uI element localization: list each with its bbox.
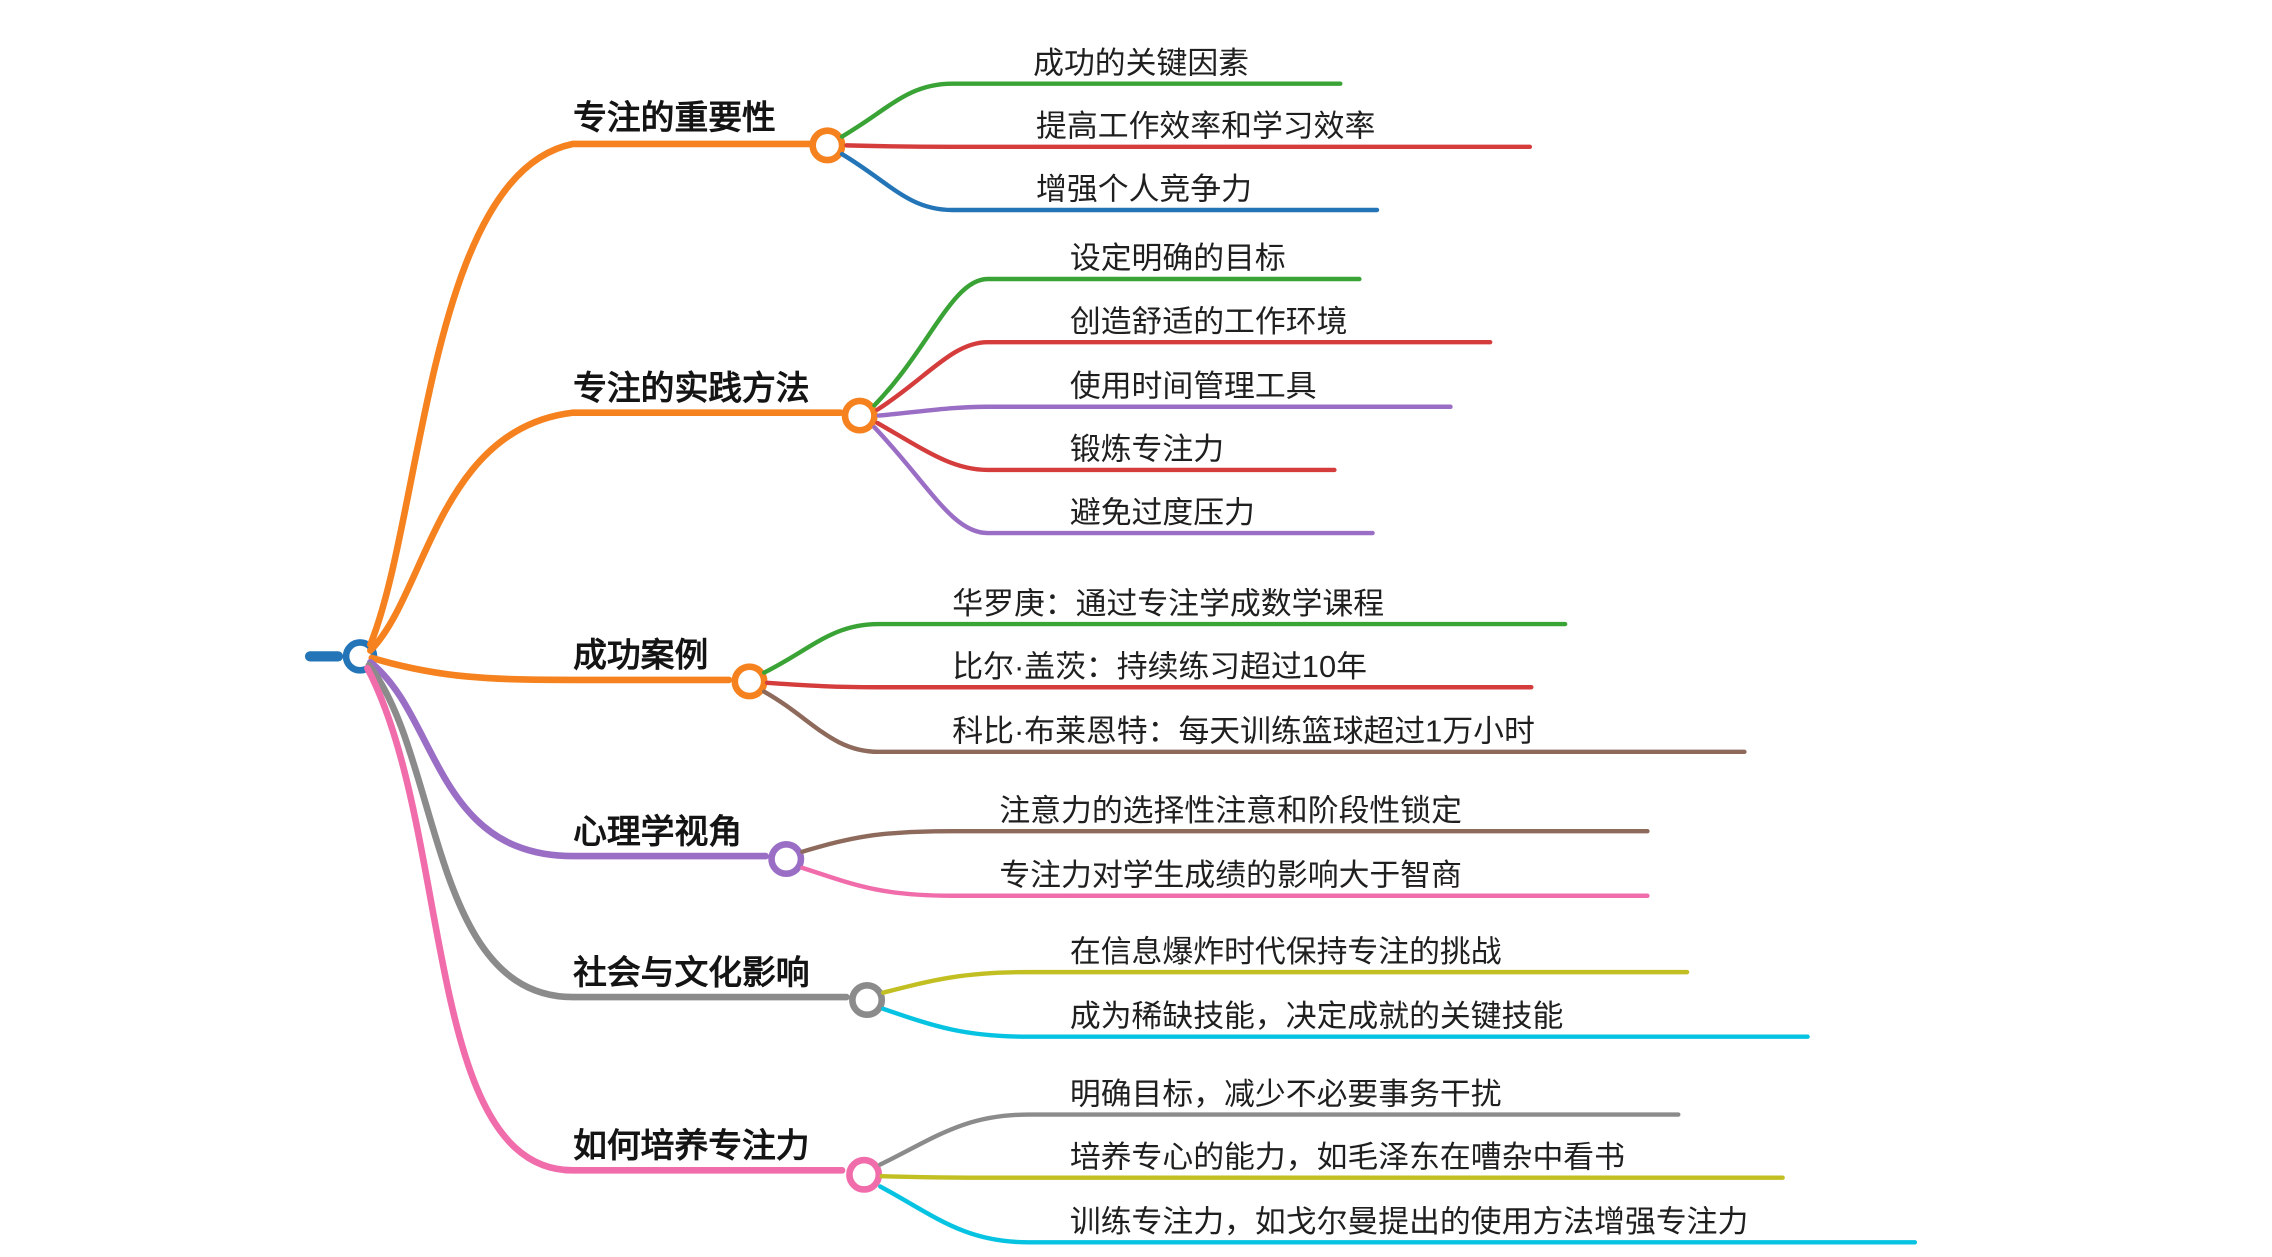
branch-how-to-cultivate-focus: 如何培养专注力 明确目标，减少不必要事务干扰 培养专心的能力，如毛泽东在嘈杂中看… — [364, 664, 1918, 1245]
child-label[interactable]: 华罗庚：通过专注学成数学课程 — [952, 586, 1384, 621]
child-connector — [875, 420, 1337, 473]
branch-connector — [365, 661, 850, 1001]
child-connector — [800, 828, 1650, 854]
child-label[interactable]: 避免过度压力 — [1070, 495, 1255, 530]
branch-node-handle[interactable] — [768, 841, 805, 878]
branch-connector — [364, 664, 846, 1174]
child-label[interactable]: 锻炼专注力 — [1070, 432, 1224, 467]
child-connector — [764, 680, 1534, 690]
branch-node-handle[interactable] — [849, 982, 886, 1019]
child-label[interactable]: 创造舒适的工作环境 — [1070, 304, 1348, 339]
child-label[interactable]: 使用时间管理工具 — [1070, 368, 1317, 403]
branch-node-handle[interactable] — [846, 1156, 883, 1193]
child-connector — [761, 689, 1747, 755]
branch-node-handle[interactable] — [841, 397, 878, 434]
branch-practice-methods: 专注的实践方法 设定明确的目标 创造舒适的工作环境 使用时间管理工具 锻炼专注力… — [367, 241, 1493, 654]
branch-social-cultural-influence: 社会与文化影响 在信息爆炸时代保持专注的挑战 成为稀缺技能，决定成就的关键技能 — [365, 661, 1810, 1039]
child-label[interactable]: 设定明确的目标 — [1070, 241, 1286, 276]
child-label[interactable]: 注意力的选择性注意和阶段性锁定 — [999, 793, 1462, 828]
branch-importance-of-focus: 专注的重要性 成功的关键因素 提高工作效率和学习效率 增强个人竞争力 — [367, 45, 1533, 648]
child-connector — [881, 1006, 1810, 1039]
child-label[interactable]: 专注力对学生成绩的影响大于智商 — [999, 857, 1462, 892]
branch-label[interactable]: 成功案例 — [573, 637, 708, 675]
child-label[interactable]: 训练专注力，如戈尔曼提出的使用方法增强专注力 — [1070, 1204, 1748, 1239]
branch-label[interactable]: 如何培养专注力 — [573, 1126, 809, 1165]
child-connector — [879, 1174, 1785, 1180]
branch-connector — [367, 140, 814, 648]
branch-node-handle[interactable] — [809, 127, 846, 164]
child-connector — [844, 143, 1533, 150]
branch-label[interactable]: 社会与文化影响 — [573, 954, 809, 992]
child-connector — [761, 621, 1568, 675]
child-connector — [878, 1184, 1918, 1245]
branch-label[interactable]: 专注的重要性 — [573, 99, 776, 137]
child-connector — [800, 865, 1650, 898]
branch-connector — [368, 654, 733, 684]
child-label[interactable]: 培养专心的能力，如毛泽东在嘈杂中看书 — [1070, 1139, 1625, 1174]
child-connector — [878, 1112, 1681, 1167]
branch-success-cases: 成功案例 华罗庚：通过专注学成数学课程 比尔·盖茨：持续练习超过10年 科比·布… — [368, 586, 1747, 755]
branch-connector — [367, 409, 844, 654]
child-connector — [839, 81, 1343, 139]
branch-connector — [367, 658, 769, 860]
branch-node-handle[interactable] — [731, 663, 768, 700]
root-node — [304, 639, 378, 674]
branch-label[interactable]: 专注的实践方法 — [573, 369, 809, 407]
branch-label[interactable]: 心理学视角 — [573, 812, 742, 851]
child-label[interactable]: 在信息爆炸时代保持专注的挑战 — [1070, 934, 1502, 969]
child-connector — [876, 404, 1453, 418]
child-connector — [839, 151, 1380, 213]
child-connector — [872, 425, 1375, 536]
branch-psychology-perspective: 心理学视角 注意力的选择性注意和阶段性锁定 专注力对学生成绩的影响大于智商 — [367, 658, 1650, 898]
child-label[interactable]: 成功的关键因素 — [1033, 45, 1249, 80]
child-label[interactable]: 科比·布莱恩特：每天训练篮球超过1万小时 — [952, 714, 1535, 749]
child-label[interactable]: 比尔·盖茨：持续练习超过10年 — [952, 649, 1367, 684]
child-connector — [875, 339, 1493, 412]
child-label[interactable]: 明确目标，减少不必要事务干扰 — [1070, 1076, 1502, 1111]
child-label[interactable]: 成为稀缺技能，决定成就的关键技能 — [1070, 998, 1563, 1033]
child-connector — [872, 276, 1362, 408]
child-label[interactable]: 增强个人竞争力 — [1036, 172, 1252, 207]
child-label[interactable]: 提高工作效率和学习效率 — [1036, 109, 1375, 144]
child-connector — [881, 969, 1690, 995]
